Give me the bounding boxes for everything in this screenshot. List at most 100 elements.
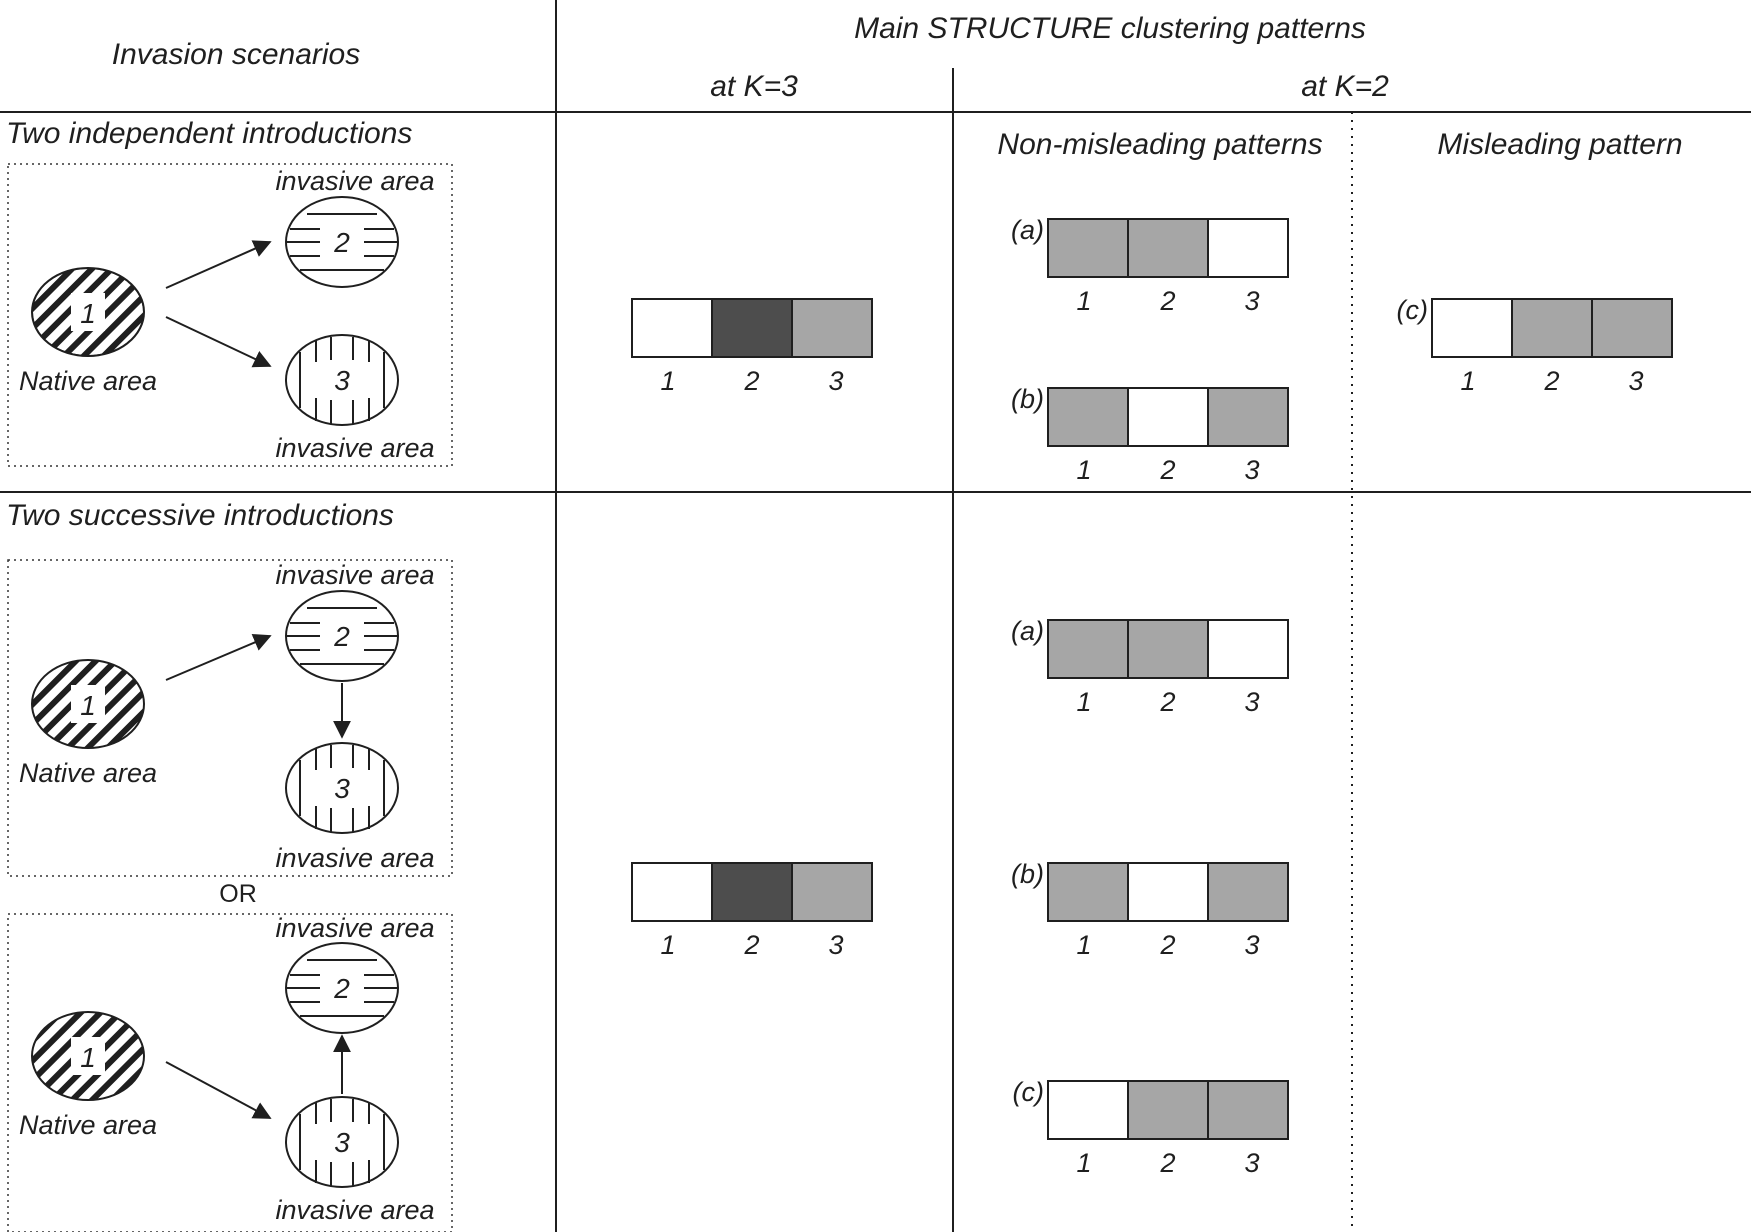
population-tick-label: 2 <box>1159 286 1175 316</box>
native-area-label: Native area <box>19 758 157 788</box>
cluster-cell <box>1207 1080 1289 1140</box>
population-tick-label: 2 <box>1159 687 1175 717</box>
arrow-1-to-3 <box>165 316 272 368</box>
cluster-cell <box>791 298 873 358</box>
population-tick-label: 1 <box>660 366 675 396</box>
header-k3: at K=3 <box>710 70 798 103</box>
cluster-cell <box>791 862 873 922</box>
cluster-cell <box>1127 1080 1209 1140</box>
population-tick-label: 2 <box>743 930 759 960</box>
cluster-cell <box>1047 1080 1129 1140</box>
invasive-area-label: invasive area <box>275 843 434 873</box>
native-area-pop1: 1 <box>31 659 145 749</box>
cluster-cell <box>1047 218 1129 278</box>
pop-label-2: 2 <box>333 621 350 652</box>
population-tick-label: 2 <box>1159 930 1175 960</box>
invasive-area-label: invasive area <box>275 166 434 196</box>
invasive-area-pop2: 2 <box>285 590 399 682</box>
scenario-title-independent: Two independent introductions <box>6 117 412 150</box>
arrow-1-to-3 <box>165 1061 272 1119</box>
header-invasion-scenarios: Invasion scenarios <box>112 38 360 71</box>
pop-label-2: 2 <box>333 973 350 1004</box>
invasive-area-label: invasive area <box>275 913 434 943</box>
cluster-cell <box>1127 218 1209 278</box>
population-tick-label: 1 <box>1460 366 1475 396</box>
invasive-area-pop2: 2 <box>285 942 399 1034</box>
invasive-area-pop3: 3 <box>285 1096 399 1188</box>
pattern-label: (a) <box>1011 616 1044 646</box>
cluster-cell <box>1047 619 1129 679</box>
pattern-label: (a) <box>1011 215 1044 245</box>
cluster-cell <box>1207 387 1289 447</box>
header-non-misleading: Non-misleading patterns <box>997 128 1322 161</box>
pop-label-1: 1 <box>80 690 96 721</box>
population-tick-label: 3 <box>1244 930 1259 960</box>
cluster-cell <box>1511 298 1593 358</box>
population-tick-label: 3 <box>828 366 843 396</box>
cluster-cell <box>1047 387 1129 447</box>
pop-label-3: 3 <box>334 1127 350 1158</box>
pop-label-2: 2 <box>333 227 350 258</box>
cluster-cell <box>631 862 713 922</box>
cluster-cell <box>1207 218 1289 278</box>
structure-pattern: 1 2 3 <box>631 862 873 960</box>
cluster-cell <box>631 298 713 358</box>
cluster-cell <box>1127 619 1209 679</box>
population-tick-label: 1 <box>660 930 675 960</box>
invasive-area-label: invasive area <box>275 1195 434 1225</box>
population-tick-label: 1 <box>1076 1148 1091 1178</box>
population-tick-label: 2 <box>743 366 759 396</box>
cluster-cell <box>711 298 793 358</box>
population-tick-label: 3 <box>828 930 843 960</box>
invasive-area-pop3: 3 <box>285 334 399 426</box>
native-area-pop1: 1 <box>31 1011 145 1101</box>
scenario-box-successive-b <box>7 913 453 1232</box>
population-tick-label: 1 <box>1076 930 1091 960</box>
cluster-cell <box>1431 298 1513 358</box>
population-tick-label: 3 <box>1628 366 1643 396</box>
header-misleading: Misleading pattern <box>1437 128 1682 161</box>
cluster-cell <box>1207 862 1289 922</box>
scenario-box-independent <box>7 163 453 467</box>
structure-pattern: 1 2 3 (c) <box>1397 295 1673 396</box>
population-tick-label: 3 <box>1244 286 1259 316</box>
population-tick-label: 1 <box>1076 455 1091 485</box>
population-tick-label: 2 <box>1543 366 1559 396</box>
pop-label-3: 3 <box>334 365 350 396</box>
native-area-label: Native area <box>19 366 157 396</box>
invasive-area-pop2: 2 <box>285 196 399 288</box>
cluster-cell <box>1127 862 1209 922</box>
cluster-cell <box>1047 862 1129 922</box>
population-tick-label: 3 <box>1244 1148 1259 1178</box>
cluster-cell <box>1591 298 1673 358</box>
population-tick-label: 2 <box>1159 455 1175 485</box>
cluster-cell <box>711 862 793 922</box>
population-tick-label: 1 <box>1076 687 1091 717</box>
structure-pattern: 1 2 3 (b) <box>1011 859 1289 960</box>
population-tick-label: 3 <box>1244 687 1259 717</box>
population-tick-label: 3 <box>1244 455 1259 485</box>
header-k2: at K=2 <box>1301 70 1389 103</box>
cluster-cell <box>1207 619 1289 679</box>
invasive-area-pop3: 3 <box>285 742 399 834</box>
population-tick-label: 2 <box>1159 1148 1175 1178</box>
invasive-area-label: invasive area <box>275 560 434 590</box>
structure-pattern: 1 2 3 (a) <box>1011 616 1289 717</box>
scenario-box-successive-a <box>7 559 453 877</box>
pattern-label: (b) <box>1011 859 1044 889</box>
invasive-area-label: invasive area <box>275 433 434 463</box>
population-tick-label: 1 <box>1076 286 1091 316</box>
pop-label-1: 1 <box>80 298 96 329</box>
or-label: OR <box>219 880 257 908</box>
header-main-structure: Main STRUCTURE clustering patterns <box>854 12 1366 45</box>
native-area-pop1: 1 <box>31 267 145 357</box>
pattern-label: (c) <box>1397 295 1428 325</box>
arrow-1-to-2 <box>165 240 272 289</box>
arrow-1-to-2 <box>165 634 272 681</box>
cluster-cell <box>1127 387 1209 447</box>
